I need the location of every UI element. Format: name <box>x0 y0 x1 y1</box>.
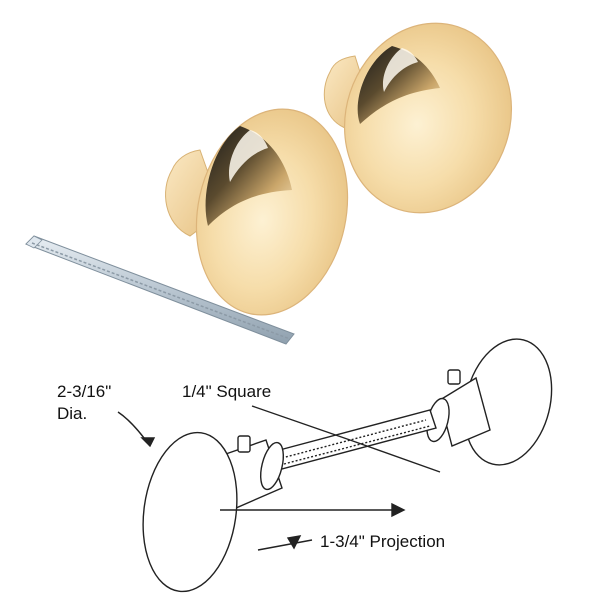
knob-right-dome-shine <box>357 46 440 124</box>
loose-spindle <box>25 235 295 345</box>
projection-leader <box>257 539 313 551</box>
assembly-left-collar <box>259 441 285 491</box>
brass-knob-right <box>323 22 513 214</box>
diameter-label-line1: 2-3/16" <box>57 382 112 401</box>
projection-arrow-left <box>286 535 302 550</box>
spindle-ridge <box>31 242 291 340</box>
assembly-spindle-thread <box>281 419 427 459</box>
assembly-right-setscrew <box>447 369 461 385</box>
brass-knob-left <box>165 108 349 316</box>
assembly-left-knob-face <box>142 431 238 593</box>
knob-right-highlight <box>382 48 418 92</box>
assembly-right-knob-neck <box>439 376 491 447</box>
knob-left-dome-shine <box>205 126 292 226</box>
projection-arrow-right <box>391 502 406 518</box>
diameter-arrowhead <box>140 437 156 448</box>
spindle-top-face <box>25 235 43 249</box>
square-leader-2 <box>349 439 441 473</box>
square-leader <box>251 405 351 441</box>
dimension-lines <box>117 405 441 551</box>
projection-label: 1-3/4" Projection <box>320 532 446 551</box>
assembly-drawing <box>142 338 553 593</box>
knob-left-highlight <box>228 130 268 182</box>
spindle-size-label: 1/4" Square <box>182 382 272 401</box>
assembly-spindle-thread-2 <box>283 425 431 465</box>
knob-right-face <box>343 22 513 214</box>
assembly-left-setscrew <box>237 435 251 453</box>
diameter-label-line2: Dia. <box>57 404 88 423</box>
